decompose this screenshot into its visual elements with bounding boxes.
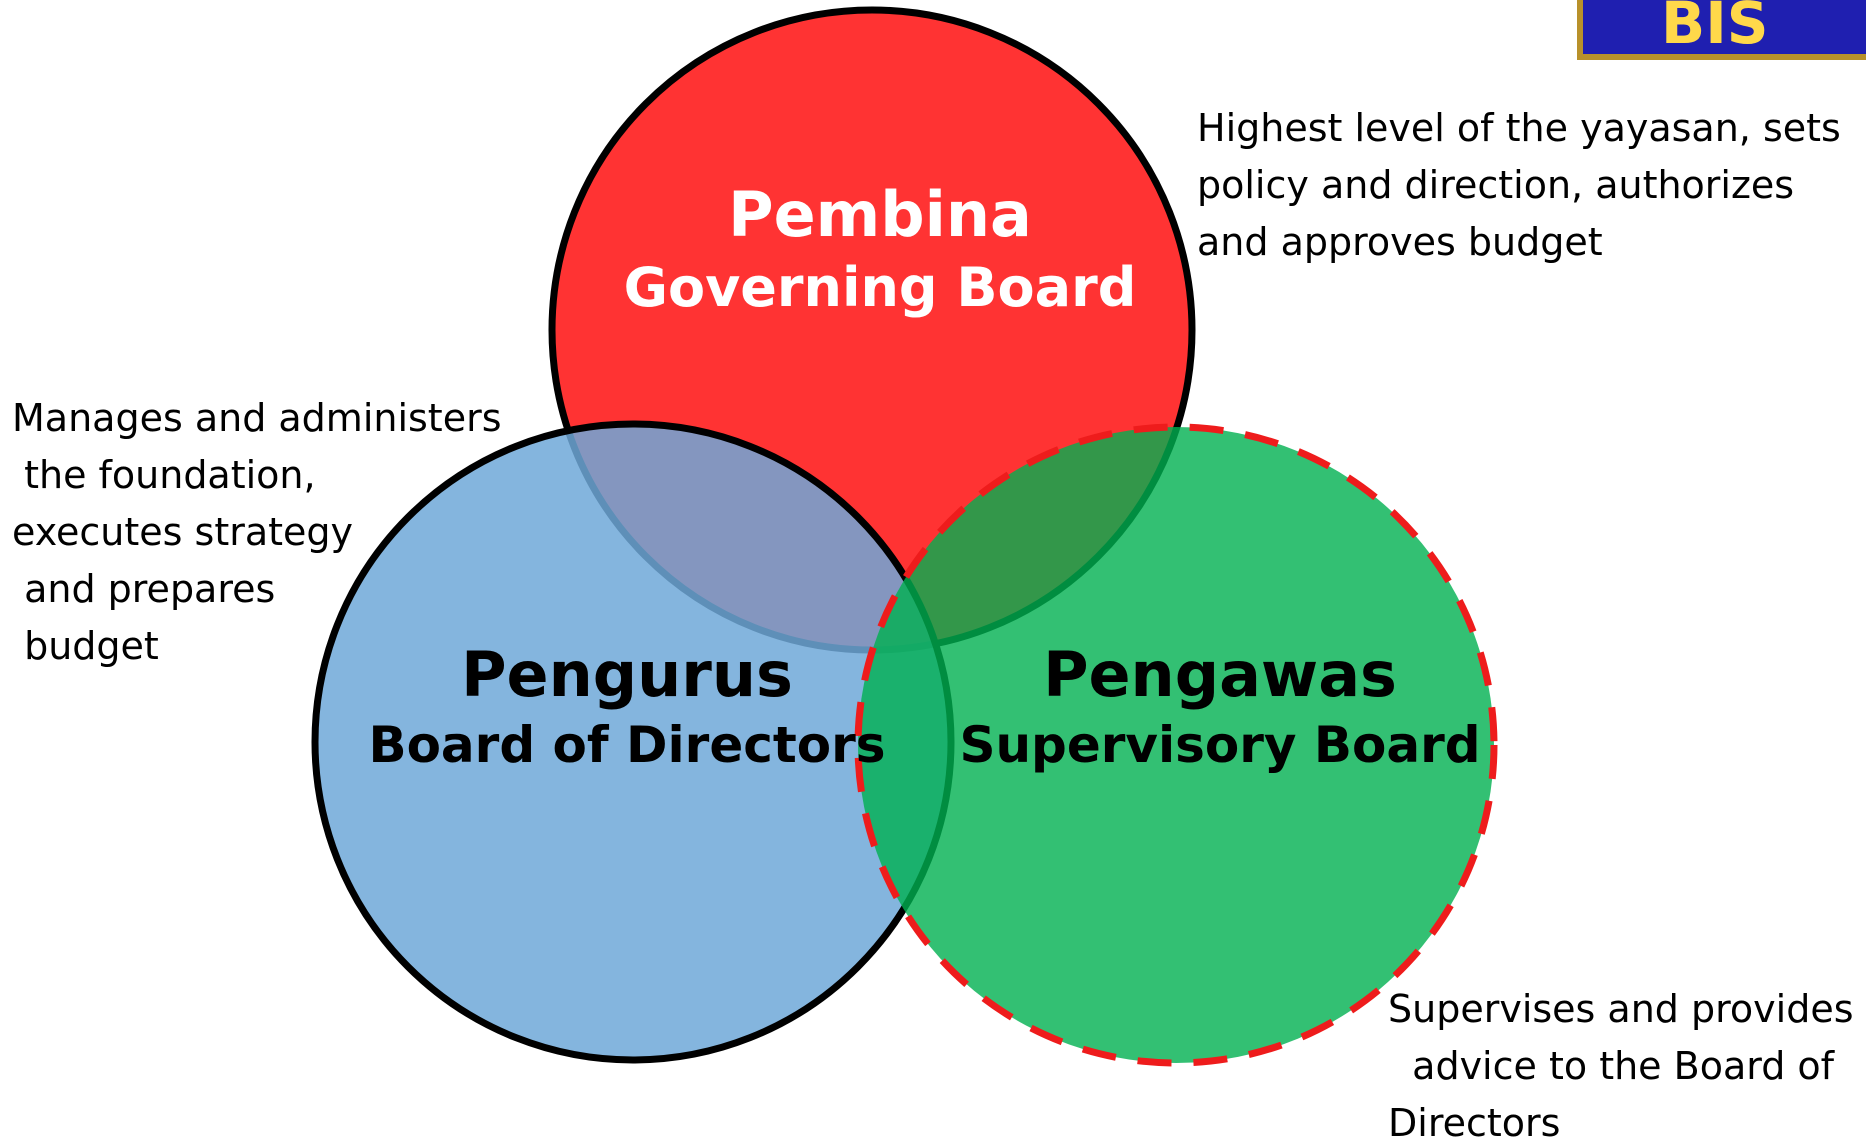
pembina-description: Highest level of the yayasan, sets polic…	[1197, 106, 1841, 264]
pembina-label: Pembina Governing Board	[560, 178, 1200, 325]
pengurus-description: Manages and administers the foundation, …	[12, 396, 502, 668]
pengawas-title: Pengawas	[1043, 638, 1397, 711]
pengawas-label: Pengawas Supervisory Board	[930, 638, 1510, 780]
bis-logo: BIS	[1577, 0, 1866, 60]
pengawas-subtitle: Supervisory Board	[959, 716, 1481, 775]
pengurus-title: Pengurus	[461, 638, 793, 711]
pengawas-circle	[854, 423, 1498, 1067]
pengawas-description: Supervises and provides advice to the Bo…	[1388, 987, 1854, 1142]
pembina-subtitle: Governing Board	[623, 256, 1137, 320]
logo-text: BIS	[1661, 0, 1769, 57]
pengurus-subtitle: Board of Directors	[368, 716, 886, 775]
pengurus-label: Pengurus Board of Directors	[327, 638, 927, 780]
pembina-title: Pembina	[728, 178, 1032, 251]
